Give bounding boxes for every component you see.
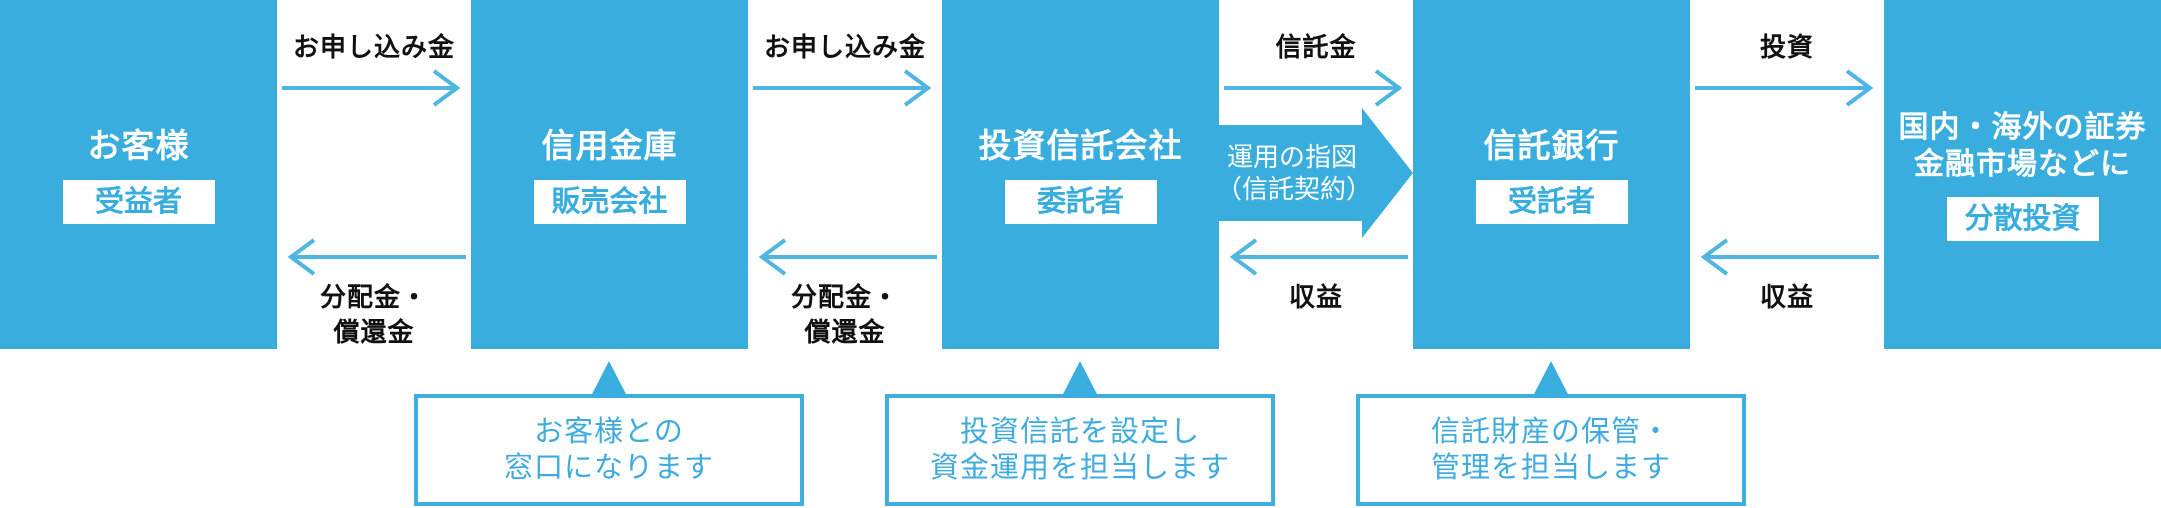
label-distribution-redemption: 分配金・ 償還金 xyxy=(748,280,942,350)
label-application-money: お申し込み金 xyxy=(292,32,455,62)
left-arrow-icon xyxy=(1700,238,1879,276)
callout-sales-window-role: お客様との 窓口になります xyxy=(414,394,804,506)
left-arrow-icon xyxy=(1229,238,1408,276)
box-title-line: お客様 xyxy=(87,126,190,164)
box-title-line: 投資信託会社 xyxy=(978,126,1183,164)
box-shinkin-bank-title: 信用金庫 xyxy=(542,126,678,166)
callout-line: 窓口になります xyxy=(503,452,714,484)
big-arrow-shape xyxy=(1219,108,1413,238)
box-title-line: 国内・海外の証券 xyxy=(1898,110,2147,144)
label-line: 分配金・ xyxy=(319,282,428,312)
right-arrow-icon xyxy=(1224,69,1403,107)
badge-trustor: 委託者 xyxy=(1004,179,1157,224)
label-application-money: お申し込み金 xyxy=(763,32,926,62)
left-arrow-icon xyxy=(758,238,937,276)
label-line: 収益 xyxy=(1288,282,1343,312)
box-shinkin-bank: 信用金庫 販売会社 xyxy=(471,0,748,349)
label-revenue: 収益 xyxy=(1219,280,1413,315)
callout-custody-role: 信託財産の保管・ 管理を担当します xyxy=(1356,394,1746,506)
box-trust-bank-title: 信託銀行 xyxy=(1484,126,1620,166)
callout-pointer-triangle-icon xyxy=(1061,361,1099,398)
big-arrow-management-instruction-icon: 運用の指図 （信託契約） xyxy=(1216,108,1413,238)
flow-shinkin-itc: お申し込み金 分配金・ 償還金 xyxy=(748,0,942,360)
label-line: 収益 xyxy=(1759,282,1814,312)
box-customer-title: お客様 xyxy=(88,126,190,166)
left-arrow-icon xyxy=(287,238,466,276)
box-title-line: 信用金庫 xyxy=(541,126,678,164)
box-investment-trust-company: 投資信託会社 委託者 xyxy=(942,0,1219,349)
badge-beneficiary: 受益者 xyxy=(62,179,215,224)
badge-diversified-investment: 分散投資 xyxy=(1946,196,2099,241)
box-title-line: 信託銀行 xyxy=(1483,126,1620,164)
label-revenue: 収益 xyxy=(1690,280,1884,315)
callout-line: 信託財産の保管・ xyxy=(1430,416,1671,448)
callout-line: お客様との xyxy=(534,416,684,448)
callout-line: 資金運用を担当します xyxy=(929,452,1230,484)
box-securities-markets: 国内・海外の証券 金融市場などに 分散投資 xyxy=(1884,0,2161,349)
label-line: （信託契約） xyxy=(1216,174,1373,204)
label-investment: 投資 xyxy=(1759,32,1814,62)
box-securities-markets-title: 国内・海外の証券 金融市場などに xyxy=(1899,109,2147,183)
badge-sales-company: 販売会社 xyxy=(533,179,686,224)
label-line: 運用の指図 xyxy=(1226,142,1357,172)
flow-itc-trust-bank: 信託金 運用の指図 （信託契約） 収益 xyxy=(1216,0,1413,360)
right-arrow-icon xyxy=(1695,69,1874,107)
flow-trust-bank-markets: 投資 収益 xyxy=(1690,0,1884,360)
box-title-line: 金融市場などに xyxy=(1914,147,2131,181)
box-trust-bank: 信託銀行 受託者 xyxy=(1413,0,1690,349)
callout-line: 管理を担当します xyxy=(1430,452,1671,484)
label-distribution-redemption: 分配金・ 償還金 xyxy=(277,280,471,350)
callout-line: 投資信託を設定し xyxy=(959,416,1200,448)
flow-customer-shinkin: お申し込み金 分配金・ 償還金 xyxy=(277,0,471,360)
label-line: 償還金 xyxy=(804,317,886,347)
label-management-instruction: 運用の指図 （信託契約） xyxy=(1216,141,1373,205)
right-arrow-icon xyxy=(282,69,461,107)
callout-pointer-triangle-icon xyxy=(1532,361,1570,398)
callout-fund-management-role: 投資信託を設定し 資金運用を担当します xyxy=(885,394,1275,506)
callout-pointer-triangle-icon xyxy=(590,361,628,398)
label-line: 償還金 xyxy=(333,317,415,347)
right-arrow-icon xyxy=(753,69,932,107)
label-trust-money: 信託金 xyxy=(1275,32,1357,62)
label-line: 分配金・ xyxy=(790,282,899,312)
box-customer: お客様 受益者 xyxy=(0,0,277,349)
badge-trustee: 受託者 xyxy=(1475,179,1628,224)
box-investment-trust-company-title: 投資信託会社 xyxy=(979,126,1183,166)
